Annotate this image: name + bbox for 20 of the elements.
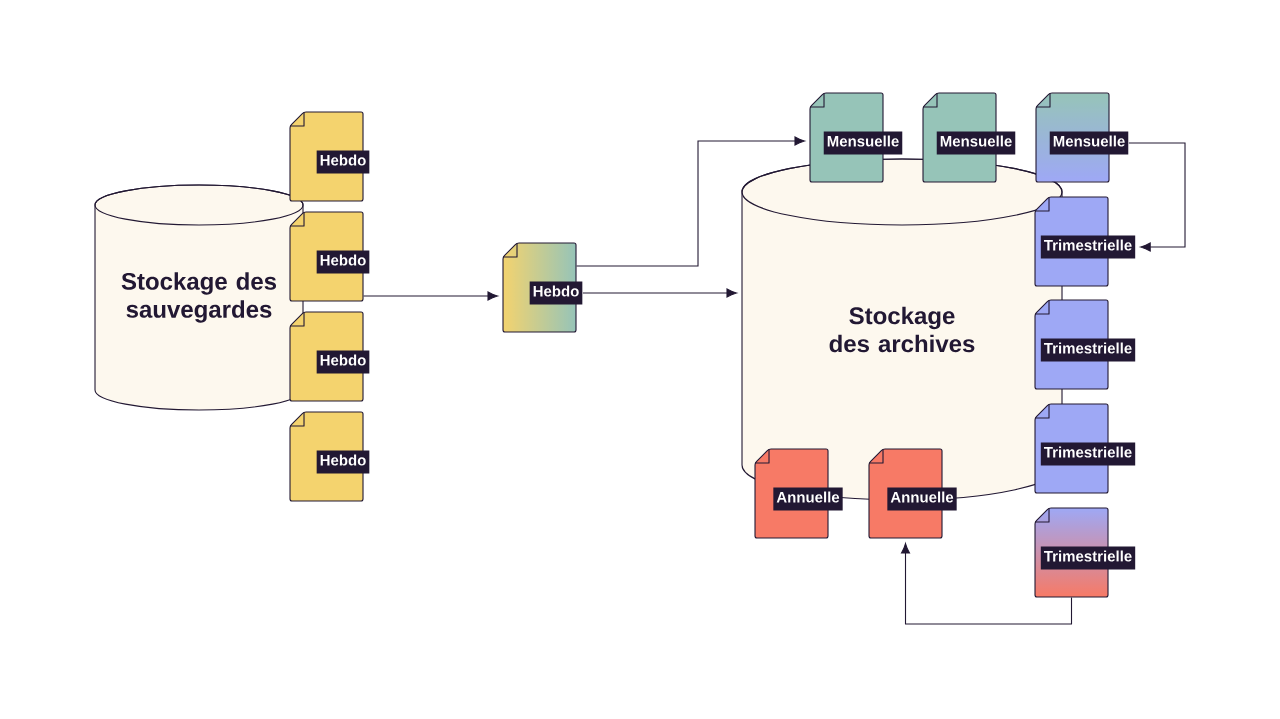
arrow	[1128, 142, 1186, 252]
document-label: Hebdo	[316, 250, 370, 274]
document-label: Mensuelle	[823, 131, 903, 155]
arrow	[576, 136, 805, 267]
document-label: Hebdo	[316, 150, 370, 174]
document-label: Mensuelle	[936, 131, 1016, 155]
document-label: Trimestrielle	[1040, 235, 1136, 259]
arrow	[363, 291, 498, 301]
document-label: Hebdo	[529, 281, 583, 305]
database-cylinder: Stockage des sauvegardes	[94, 184, 304, 411]
document-label: Hebdo	[316, 350, 370, 374]
document-label: Trimestrielle	[1040, 442, 1136, 466]
document-label: Trimestrielle	[1040, 338, 1136, 362]
document-label: Mensuelle	[1049, 131, 1129, 155]
arrow	[900, 543, 1073, 625]
document-label: Annuelle	[773, 487, 843, 511]
arrow	[582, 288, 737, 298]
document-label: Annuelle	[887, 487, 957, 511]
document-label: Hebdo	[316, 450, 370, 474]
document-label: Trimestrielle	[1040, 546, 1136, 570]
